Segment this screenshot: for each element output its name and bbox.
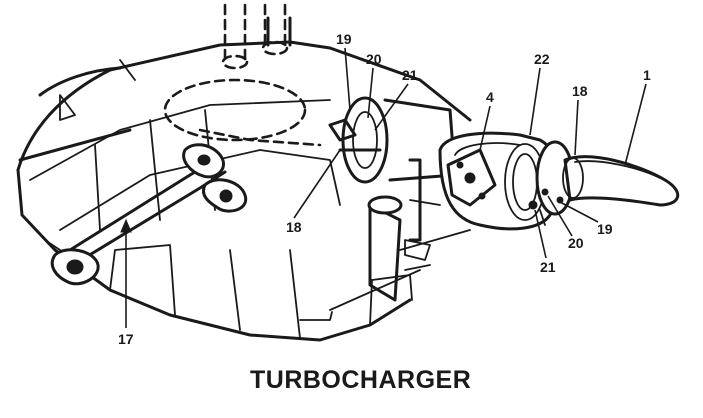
callout-4: 4 [486,89,494,105]
callout-22: 22 [534,51,550,67]
callout-20-right: 20 [568,235,584,251]
support-bracket [299,195,471,321]
turbo-inlet-flange [328,96,457,184]
intake-tubes [163,3,322,147]
callout-19-top: 19 [336,31,352,47]
callout-18-left: 18 [286,219,302,235]
air-pipe [68,143,248,264]
diagram-title: TURBOCHARGER [250,366,472,394]
turbo-housing [404,131,561,261]
callout-21-top: 21 [402,67,418,83]
left-flange [44,239,100,286]
callout-17: 17 [118,331,134,347]
callout-18-right: 18 [572,83,588,99]
hose [562,155,679,207]
callout-labels: 19 20 21 22 4 18 1 18 19 20 21 17 [118,31,651,347]
callout-21-right: 21 [540,259,556,275]
callout-1: 1 [643,67,651,83]
callout-19-right: 19 [597,221,613,237]
callout-20-top: 20 [366,51,382,67]
leader-lines [120,47,647,328]
